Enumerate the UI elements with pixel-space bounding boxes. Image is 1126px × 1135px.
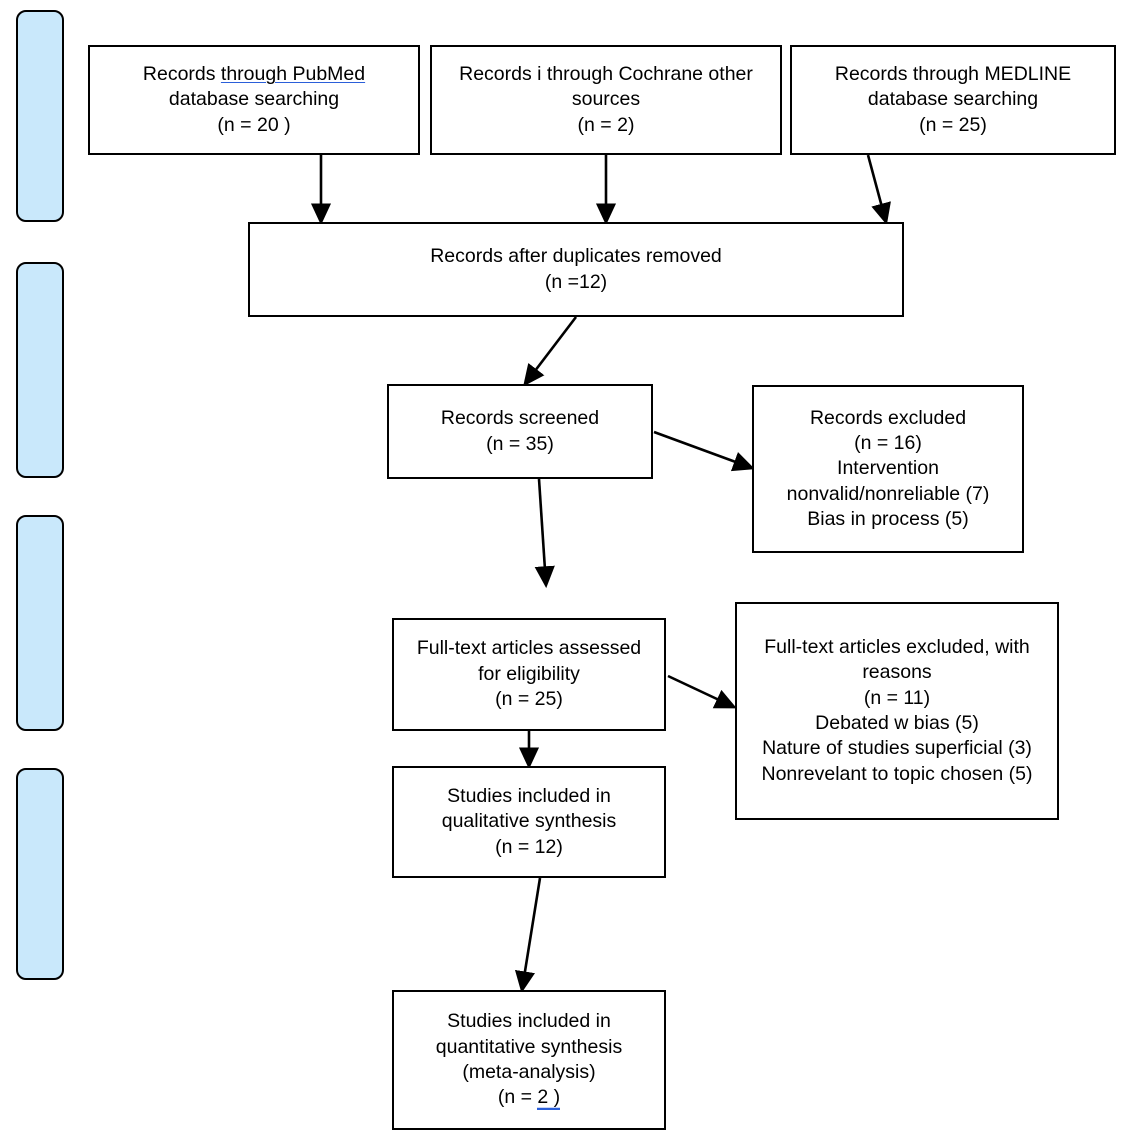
box-records-pubmed-line2: database searching (168, 88, 340, 111)
box-records-medline: Records through MEDLINE database searchi… (790, 45, 1116, 155)
box-fulltext-excluded-line5: Nonrevelant to topic chosen (5) (761, 762, 1033, 785)
arrow-fulltext-assessed-to-fulltext-excluded (667, 674, 737, 709)
arrow-screened-to-fulltext-assessed (534, 478, 555, 589)
phase-bar-eligibility (16, 515, 64, 731)
box-records-screened: Records screened (n = 35) (387, 384, 653, 479)
box-records-after-duplicates-line2: (n =12) (544, 270, 608, 293)
phase-bar-included (16, 768, 64, 980)
box-records-excluded-line2: (n = 16) (854, 431, 922, 454)
box-records-screened-line1: Records screened (440, 407, 600, 430)
box-records-excluded: Records excluded (n = 16) Intervention n… (752, 385, 1024, 553)
phase-bar-identification (16, 10, 64, 222)
box-quantitative-synthesis-line1: Studies included in (447, 1010, 611, 1033)
arrow-qualitative-to-quantitative (514, 877, 542, 994)
arrow-duplicates-to-screened (523, 316, 578, 387)
box-records-medline-line2: database searching (867, 88, 1039, 111)
box-records-cochrane-line2: (n = 2) (577, 113, 635, 136)
box-qualitative-synthesis-line1: Studies included in (447, 784, 611, 807)
arrow-medline-to-duplicates (866, 154, 891, 226)
box-records-pubmed: Records through PubMed database searchin… (88, 45, 420, 155)
box-records-excluded-line1: Records excluded (809, 406, 967, 429)
box-records-excluded-line3: Intervention (837, 457, 939, 480)
box-fulltext-assessed: Full-text articles assessed for eligibil… (392, 618, 666, 731)
box-quantitative-synthesis-line4-prefix: (n = (497, 1086, 538, 1109)
box-records-pubmed-line1: Records through PubMed (143, 62, 365, 87)
phase-bar-screening (16, 262, 64, 478)
box-records-screened-line2: (n = 35) (486, 432, 554, 455)
box-qualitative-synthesis-line2: qualitative synthesis (441, 810, 617, 833)
box-quantitative-synthesis-line4: (n = 2 ) (497, 1085, 561, 1111)
box-quantitative-synthesis-line2: quantitative synthesis (435, 1035, 623, 1058)
box-qualitative-synthesis-line3: (n = 12) (495, 835, 563, 858)
box-records-cochrane: Records i through Cochrane other sources… (430, 45, 782, 155)
box-fulltext-excluded-line3: Debated w bias (5) (815, 712, 979, 734)
box-qualitative-synthesis: Studies included in qualitative synthesi… (392, 766, 666, 878)
box-fulltext-assessed-line3: (n = 25) (495, 688, 563, 711)
box-fulltext-excluded-line2: (n = 11) (863, 686, 931, 709)
box-records-pubmed-line3: (n = 20 ) (217, 113, 291, 136)
box-fulltext-excluded-line1: Full-text articles excluded, with reason… (764, 635, 1030, 684)
box-records-after-duplicates-line1: Records after duplicates removed (430, 245, 722, 268)
box-quantitative-synthesis-line4-underlined: 2 ) (537, 1086, 561, 1111)
box-records-medline-line3: (n = 25) (919, 113, 987, 136)
box-fulltext-excluded: Full-text articles excluded, with reason… (735, 602, 1059, 820)
box-records-cochrane-line1: Records i through Cochrane other sources (459, 62, 753, 111)
box-quantitative-synthesis-line3: (meta-analysis) (462, 1061, 596, 1083)
box-records-excluded-line4: nonvalid/nonreliable (7) (786, 482, 990, 505)
box-fulltext-assessed-line1: Full-text articles assessed (416, 637, 642, 660)
box-records-excluded-line5: Bias in process (5) (807, 508, 969, 531)
box-records-after-duplicates: Records after duplicates removed (n =12) (248, 222, 904, 317)
box-quantitative-synthesis: Studies included in quantitative synthes… (392, 990, 666, 1130)
box-records-pubmed-line1-underlined: through PubMed (220, 62, 366, 85)
box-records-medline-line1: Records through MEDLINE (834, 62, 1072, 85)
box-fulltext-assessed-line2: for eligibility (478, 662, 580, 685)
arrow-screened-to-records-excluded (653, 430, 755, 472)
box-fulltext-excluded-line4: Nature of studies superficial (3) (762, 737, 1032, 760)
box-records-pubmed-line1-prefix: Records (142, 62, 221, 85)
